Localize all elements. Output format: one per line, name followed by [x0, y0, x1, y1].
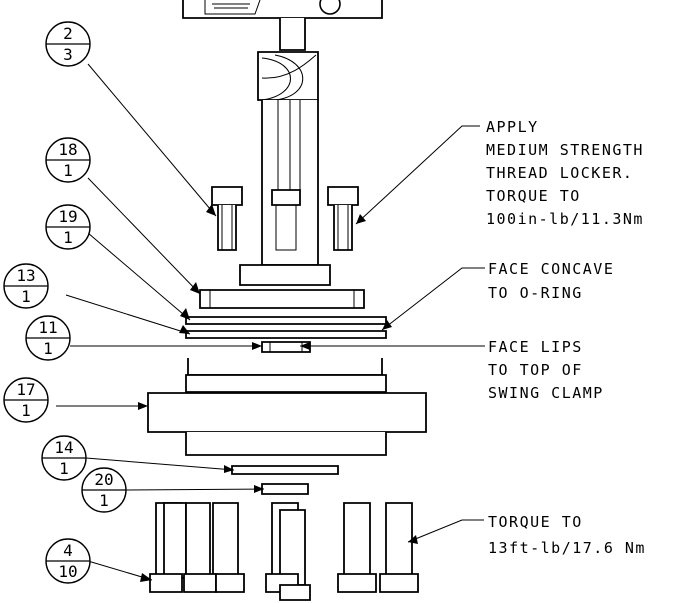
- balloon-quantity: 3: [63, 45, 73, 64]
- balloon-item-number: 2: [63, 24, 73, 43]
- note-line: MEDIUM STRENGTH: [486, 141, 644, 159]
- balloon-item-number: 19: [58, 207, 77, 226]
- top-housing: [182, 0, 383, 19]
- note-line: 100in-lb/11.3Nm: [486, 210, 644, 228]
- balloon-quantity: 1: [59, 459, 69, 478]
- swing-clamp-body: [147, 358, 427, 456]
- balloon-14-1: 141: [41, 435, 87, 481]
- balloon-17-1: 171: [3, 377, 49, 423]
- note-line: THREAD LOCKER.: [486, 164, 633, 182]
- balloon-item-number: 17: [16, 380, 35, 399]
- note-line: TORQUE TO: [486, 187, 581, 205]
- leader-lines: [56, 63, 485, 582]
- note-torque-bolts: TORQUE TO 13ft-lb/17.6 Nm: [488, 513, 646, 557]
- o-ring: [185, 330, 387, 339]
- note-face-lips: FACE LIPS TO TOP OF SWING CLAMP: [488, 338, 604, 402]
- note-line: TORQUE TO: [488, 513, 583, 531]
- note-line: TO TOP OF: [488, 361, 583, 379]
- gasket: [185, 316, 387, 325]
- balloon-item-number: 20: [94, 470, 113, 489]
- lip-seal: [261, 341, 311, 353]
- balloon-item-number: 14: [54, 438, 73, 457]
- note-line: FACE CONCAVE: [488, 260, 614, 278]
- balloon-quantity: 1: [63, 228, 73, 247]
- balloon-quantity: 1: [21, 401, 31, 420]
- socket-head-screws: [211, 186, 359, 251]
- note-line: 13ft-lb/17.6 Nm: [488, 539, 646, 557]
- balloon-19-1: 191: [45, 204, 91, 250]
- balloon-quantity: 1: [43, 339, 53, 358]
- shim: [231, 465, 339, 475]
- balloon-item-number: 4: [63, 541, 73, 560]
- balloon-2-3: 23: [45, 21, 91, 67]
- note-face-concave: FACE CONCAVE TO O-RING: [488, 260, 614, 302]
- balloon-quantity: 1: [63, 161, 73, 180]
- note-line: TO O-RING: [488, 284, 583, 302]
- balloon-item-number: 13: [16, 266, 35, 285]
- balloon-20-1: 201: [81, 467, 127, 513]
- flange-plate: [199, 289, 365, 309]
- note-thread-locker: APPLY MEDIUM STRENGTH THREAD LOCKER. TOR…: [486, 118, 644, 228]
- balloon-13-1: 131: [3, 263, 49, 309]
- hex-bolts: [149, 502, 419, 601]
- balloon-quantity: 1: [21, 287, 31, 306]
- note-line: SWING CLAMP: [488, 384, 604, 402]
- balloon-18-1: 181: [45, 137, 91, 183]
- balloon-item-number: 18: [58, 140, 77, 159]
- balloon-11-1: 111: [25, 315, 71, 361]
- balloon-item-number: 11: [38, 318, 57, 337]
- clamp-arm-shaft: [239, 18, 331, 286]
- note-line: APPLY: [486, 118, 539, 136]
- balloon-quantity: 10: [58, 562, 77, 581]
- note-line: FACE LIPS: [488, 338, 583, 356]
- balloon-quantity: 1: [99, 491, 109, 510]
- washer: [261, 483, 309, 495]
- balloon-4-10: 410: [45, 538, 91, 584]
